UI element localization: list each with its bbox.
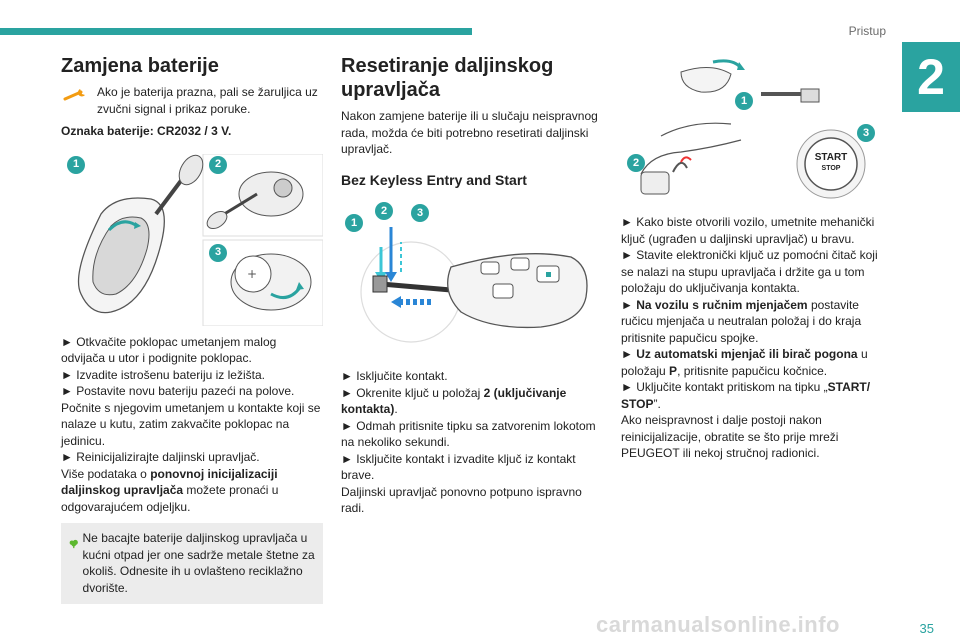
battery-illustration: + (77, 153, 324, 326)
key-figure: 1 2 3 (341, 202, 603, 352)
section-label: Pristup (848, 24, 886, 38)
step-text: ► Isključite kontakt i izvadite ključ iz… (341, 451, 576, 483)
step-text: ► Okrenite ključ u položaj 2 (uključivan… (341, 385, 603, 418)
warning-text: Ako je baterija prazna, pali se žaruljic… (97, 85, 318, 116)
reset-title: Resetiranje daljinskog upravljača (341, 55, 554, 101)
eco-note: Ne bacajte baterije daljinskog upravljač… (61, 523, 323, 604)
step-rest: , pritisnite papučicu kočnice. (677, 363, 828, 378)
keyless-illustration (621, 59, 883, 204)
step-mid: u položaju (621, 347, 868, 378)
step-rest: postavite ručicu mjenjača u neutralan po… (621, 297, 862, 345)
svg-text:+: + (247, 267, 257, 281)
fig-number: 2 (209, 155, 227, 174)
start-figure: START STOP 1 2 3 (621, 44, 883, 204)
battery-steps: ► Otkvačite poklopac umetanjem malog odv… (61, 334, 323, 516)
tree-icon (69, 539, 78, 549)
step-pre: ► Okrenite ključ u položaj (341, 385, 484, 400)
fig-number: 1 (735, 92, 753, 110)
reset-intro: Nakon zamjene baterije ili u slučaju nei… (341, 109, 598, 156)
column-battery: Zamjena baterije Ako je baterija prazna,… (61, 54, 324, 604)
step-post: . (394, 402, 398, 416)
fig-number: 3 (857, 124, 875, 142)
fig-number: 1 (345, 214, 363, 232)
top-accent-bar (0, 28, 472, 35)
step-text: ► Otkvačite poklopac umetanjem malog odv… (61, 334, 277, 366)
watermark: carmanualsonline.info (596, 612, 840, 637)
step-text: ► Na vozilu s ručnim mjenjačem postavite… (621, 297, 883, 347)
reset-subtitle: Bez Keyless Entry and Start (341, 171, 527, 188)
step-bold: ► Uz automatski mjenjač ili birač pogona (621, 347, 858, 361)
more-info-bold: ponovnoj inicijalizaciji daljinskog upra… (61, 466, 278, 498)
fig-number: 2 (627, 154, 645, 172)
keyless-outro: Ako neispravnost i dalje postoji nakon r… (621, 413, 839, 460)
step-text: Počnite s njegovim umetanjem u kontakte … (61, 400, 321, 448)
step-text: ► Uz automatski mjenjač ili birač pogona… (621, 346, 883, 379)
eco-text: Ne bacajte baterije daljinskog upravljač… (82, 531, 315, 595)
more-info-post: možete pronaći u odgovarajućem odjeljku. (61, 483, 279, 514)
step-bold: START/ STOP (621, 380, 871, 411)
stop-label: STOP (821, 165, 841, 172)
wrench-icon (61, 84, 91, 106)
step-text: ► Stavite elektronički ključ uz pomoćni … (621, 248, 878, 295)
start-stop-button: START STOP (809, 152, 853, 174)
battery-warning: Ako je baterija prazna, pali se žaruljic… (61, 84, 323, 117)
step-bold: ► Na vozilu s ručnim mjenjačem (621, 297, 808, 312)
more-info-pre: Više podataka o (61, 466, 151, 481)
page-number: 35 (919, 621, 934, 636)
key-illustration (360, 227, 588, 343)
battery-type: Oznaka baterije: CR2032 / 3 V. (61, 124, 232, 138)
column-keyless: START STOP 1 2 3 ► Kako biste otvorili v… (621, 44, 883, 462)
column-reset: Resetiranje daljinskog upravljača Nakon … (341, 54, 603, 517)
step-text: ► Odmah pritisnite tipku sa zatvorenim l… (341, 418, 596, 450)
chapter-number: 2 (902, 42, 960, 112)
battery-title: Zamjena baterije (61, 55, 219, 77)
step-text: ► Izvadite istrošenu bateriju iz ležišta… (61, 367, 265, 382)
step-bold: 2 (uključivanje kontakta) (341, 385, 567, 417)
step-text: ► Kako biste otvorili vozilo, umetnite m… (621, 215, 875, 246)
step-pre: ► Uključite kontakt pritiskom na tipku „ (621, 380, 828, 394)
step-text: ► Postavite novu bateriju pazeći na polo… (61, 384, 295, 398)
step-text: ► Isključite kontakt. (341, 369, 448, 383)
step-text: ► Uključite kontakt pritiskom na tipku „… (621, 379, 883, 412)
battery-figure: + 1 2 3 (61, 153, 324, 326)
fig-number: 2 (375, 202, 393, 220)
fig-number: 3 (411, 204, 429, 222)
reset-outro: Daljinski upravljač ponovno potpuno ispr… (341, 484, 582, 516)
start-label: START (814, 152, 848, 163)
more-info: Više podataka o ponovnoj inicijalizaciji… (61, 466, 323, 516)
step-text: ► Reinicijalizirajte daljinski upravljač… (61, 450, 260, 464)
fig-number: 3 (209, 243, 227, 262)
keyless-steps: ► Kako biste otvorili vozilo, umetnite m… (621, 214, 883, 462)
fig-number: 1 (67, 155, 85, 174)
step-p: P (669, 363, 678, 378)
step-post: ”. (653, 396, 661, 411)
reset-steps: ► Isključite kontakt. ► Okrenite ključ u… (341, 368, 603, 517)
